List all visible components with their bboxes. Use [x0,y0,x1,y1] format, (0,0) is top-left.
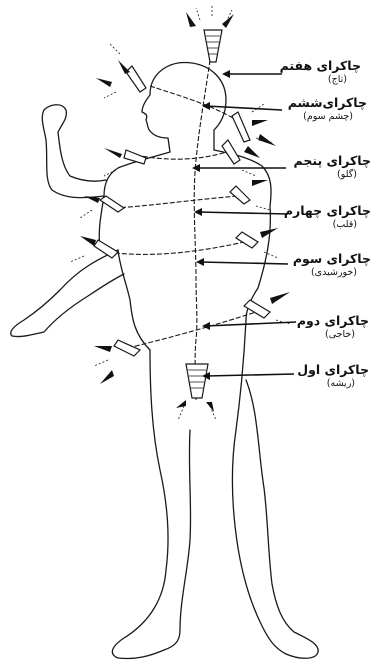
chakra-label-2: چاکرای دوم (خاجی) [297,313,369,341]
chakra-link-5 [114,196,238,208]
chakra-cone-1 [186,364,208,398]
chakra-cone-4-back [230,186,250,204]
chakra-subtitle: (تاج) [280,73,361,86]
chakra-subtitle: (خاجی) [297,328,369,341]
chakra-subtitle: (قلب) [284,218,371,231]
chakra-name: چاکرای هفتم [280,58,361,73]
chakra-label-5: چاکرای پنجم (گلو) [294,153,371,181]
chakra-subtitle: (ریشه) [297,377,369,390]
chakra-name: چاکرای چهارم [284,203,371,218]
chakra-label-4: چاکرای چهارم (قلب) [284,203,371,231]
chakra-cone-3-back [236,232,258,248]
chakra-label-6: چاکرای‌ششم (چشم سوم) [288,95,367,123]
energy-channel [194,60,210,400]
chakra-name: چاکرای سوم [293,251,371,266]
chakra-cone-2-back [244,300,270,318]
chakra-subtitle: (چشم سوم) [288,110,367,123]
chakra-link-4 [108,242,244,254]
chakra-cone-head-front [126,66,146,92]
head-outline [142,63,226,152]
energy-arrows [80,12,290,412]
chakra-cone-7 [204,30,222,62]
chakra-cone-2-front [114,340,140,356]
chakra-cone-4-front [100,196,124,212]
torso-outline [99,150,271,350]
chakra-cone-6 [232,112,250,142]
chakra-label-1: چاکرای اول (ریشه) [297,362,369,390]
label-pointers [192,70,296,380]
chakra-link-3 [128,312,256,348]
chakra-label-7: چاکرای هفتم (تاج) [280,58,361,86]
chakra-link-7 [150,86,240,122]
chakra-subtitle: (خورشیدی) [293,266,371,279]
chakra-name: چاکرای‌ششم [288,95,367,110]
raised-arm [42,105,106,198]
chakra-cone-5-front [124,150,146,164]
chakra-name: چاکرای دوم [297,313,369,328]
chakra-name: چاکرای اول [297,362,369,377]
left-leg [112,350,190,659]
chakra-label-3: چاکرای سوم (خورشیدی) [293,251,371,279]
lowered-arm [11,250,124,337]
chakra-name: چاکرای پنجم [294,153,371,168]
chakra-subtitle: (گلو) [294,168,371,181]
